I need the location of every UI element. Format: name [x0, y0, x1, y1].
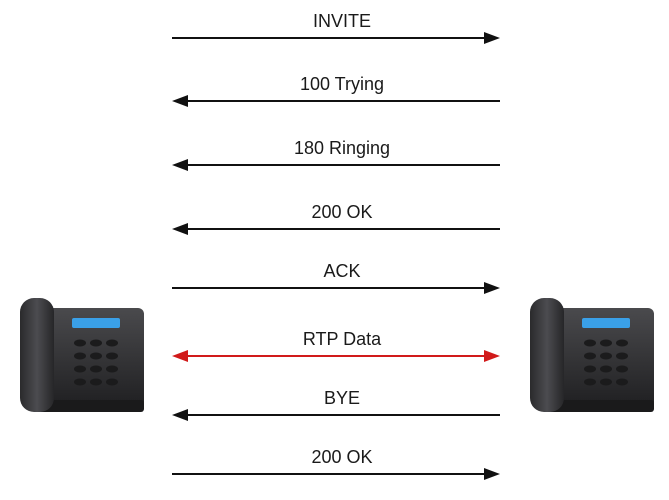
message-label: INVITE: [312, 11, 371, 31]
right-phone: [530, 298, 654, 412]
arrowhead-left: [172, 409, 188, 421]
message-label: 200 OK: [311, 447, 373, 467]
arrowhead-right: [484, 32, 500, 44]
left-phone: [20, 298, 144, 412]
message-label: 180 Ringing: [293, 138, 391, 158]
message-arrow: [172, 350, 500, 362]
arrowhead-right: [484, 350, 500, 362]
arrowhead-left: [172, 223, 188, 235]
arrowhead-right: [484, 282, 500, 294]
message-label: ACK: [323, 261, 361, 281]
message-label: BYE: [323, 388, 361, 408]
message-arrow: [172, 468, 500, 480]
message-arrow: [172, 95, 500, 107]
message-label: RTP Data: [302, 329, 382, 349]
arrowhead-right: [484, 468, 500, 480]
message-arrow: [172, 32, 500, 44]
arrowhead-left: [172, 95, 188, 107]
arrowhead-left: [172, 350, 188, 362]
message-label: 100 Trying: [299, 74, 385, 94]
message-arrows: [172, 32, 500, 480]
message-arrow: [172, 409, 500, 421]
arrowhead-left: [172, 159, 188, 171]
desk-phone-icon: [530, 298, 654, 412]
message-arrow: [172, 159, 500, 171]
message-arrow: [172, 223, 500, 235]
message-label: 200 OK: [311, 202, 373, 222]
desk-phone-icon: [20, 298, 144, 412]
message-arrow: [172, 282, 500, 294]
